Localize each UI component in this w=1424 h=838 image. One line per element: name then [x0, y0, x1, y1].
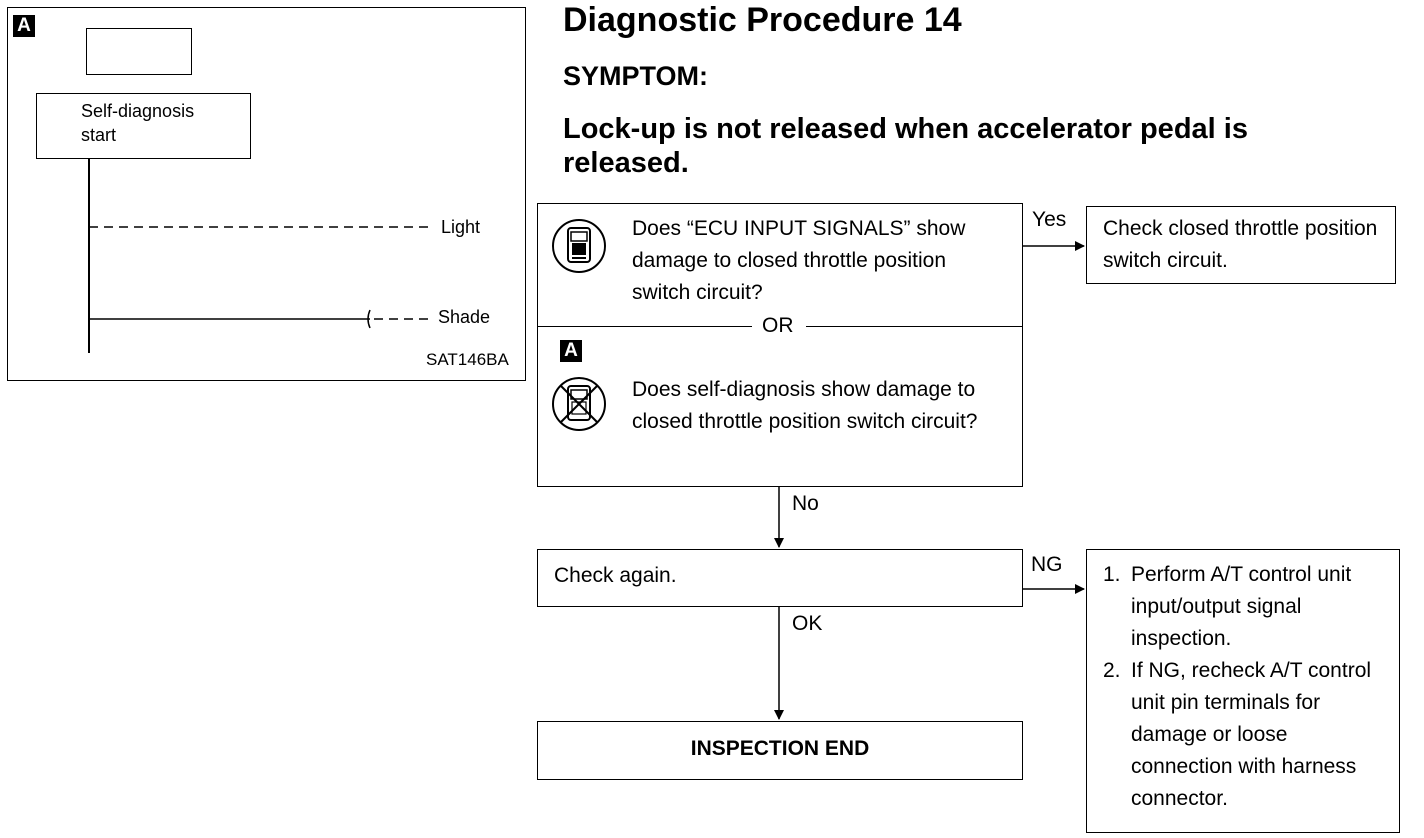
or-label: OR — [762, 314, 794, 337]
check-again-box: Check again. — [537, 549, 1023, 607]
question-1-text: Does “ECU INPUT SIGNALS” show damage to … — [632, 217, 966, 304]
ng-step-1: 1. Perform A/T control unit input/output… — [1103, 559, 1391, 655]
yes-result-text: Check closed throttle position switch ci… — [1103, 217, 1378, 272]
light-label: Light — [441, 217, 481, 237]
yes-result-box: Check closed throttle position switch ci… — [1086, 206, 1396, 284]
symptom-text: Lock-up is not released when accelerator… — [563, 113, 1248, 179]
indicator-lamp-box — [86, 28, 192, 75]
figure-code: SAT146BA — [426, 350, 509, 369]
inset-badge: A — [13, 15, 35, 37]
ng-steps-box: 1. Perform A/T control unit input/output… — [1086, 549, 1400, 833]
no-consult-tester-icon — [552, 377, 606, 431]
or-divider-right — [806, 326, 1022, 327]
question-2-badge: A — [560, 340, 582, 362]
consult-tester-icon — [552, 219, 606, 273]
start-label-line2: start — [81, 125, 117, 145]
symptom-label: SYMPTOM: — [563, 61, 709, 91]
ng-step-2-text: If NG, recheck A/T control unit pin term… — [1131, 659, 1372, 810]
question-box: Does “ECU INPUT SIGNALS” show damage to … — [537, 203, 1023, 487]
self-diagnosis-inset: A Self-diagnosis start Light Shade SAT14… — [7, 7, 526, 381]
check-again-text: Check again. — [554, 564, 677, 587]
timing-lines — [88, 159, 430, 353]
ng-steps-list: 1. Perform A/T control unit input/output… — [1103, 559, 1391, 815]
inspection-end-text: INSPECTION END — [690, 737, 870, 760]
inspection-end-box: INSPECTION END — [537, 721, 1023, 780]
ok-label: OK — [792, 612, 823, 635]
no-label: No — [792, 492, 819, 515]
self-diagnosis-start-box: Self-diagnosis start — [36, 93, 251, 159]
yes-label: Yes — [1032, 208, 1067, 231]
question-2-text: Does self-diagnosis show damage to close… — [632, 378, 978, 433]
ng-label: NG — [1031, 553, 1063, 576]
shade-label: Shade — [438, 307, 491, 327]
ng-step-2: 2. If NG, recheck A/T control unit pin t… — [1103, 655, 1391, 815]
page-title: Diagnostic Procedure 14 — [563, 1, 962, 39]
or-divider-left — [538, 326, 752, 327]
start-label-line1: Self-diagnosis — [81, 101, 195, 121]
ng-step-2-number: 2. — [1103, 659, 1121, 682]
ng-step-1-number: 1. — [1103, 563, 1121, 586]
ng-step-1-text: Perform A/T control unit input/output si… — [1131, 563, 1352, 650]
